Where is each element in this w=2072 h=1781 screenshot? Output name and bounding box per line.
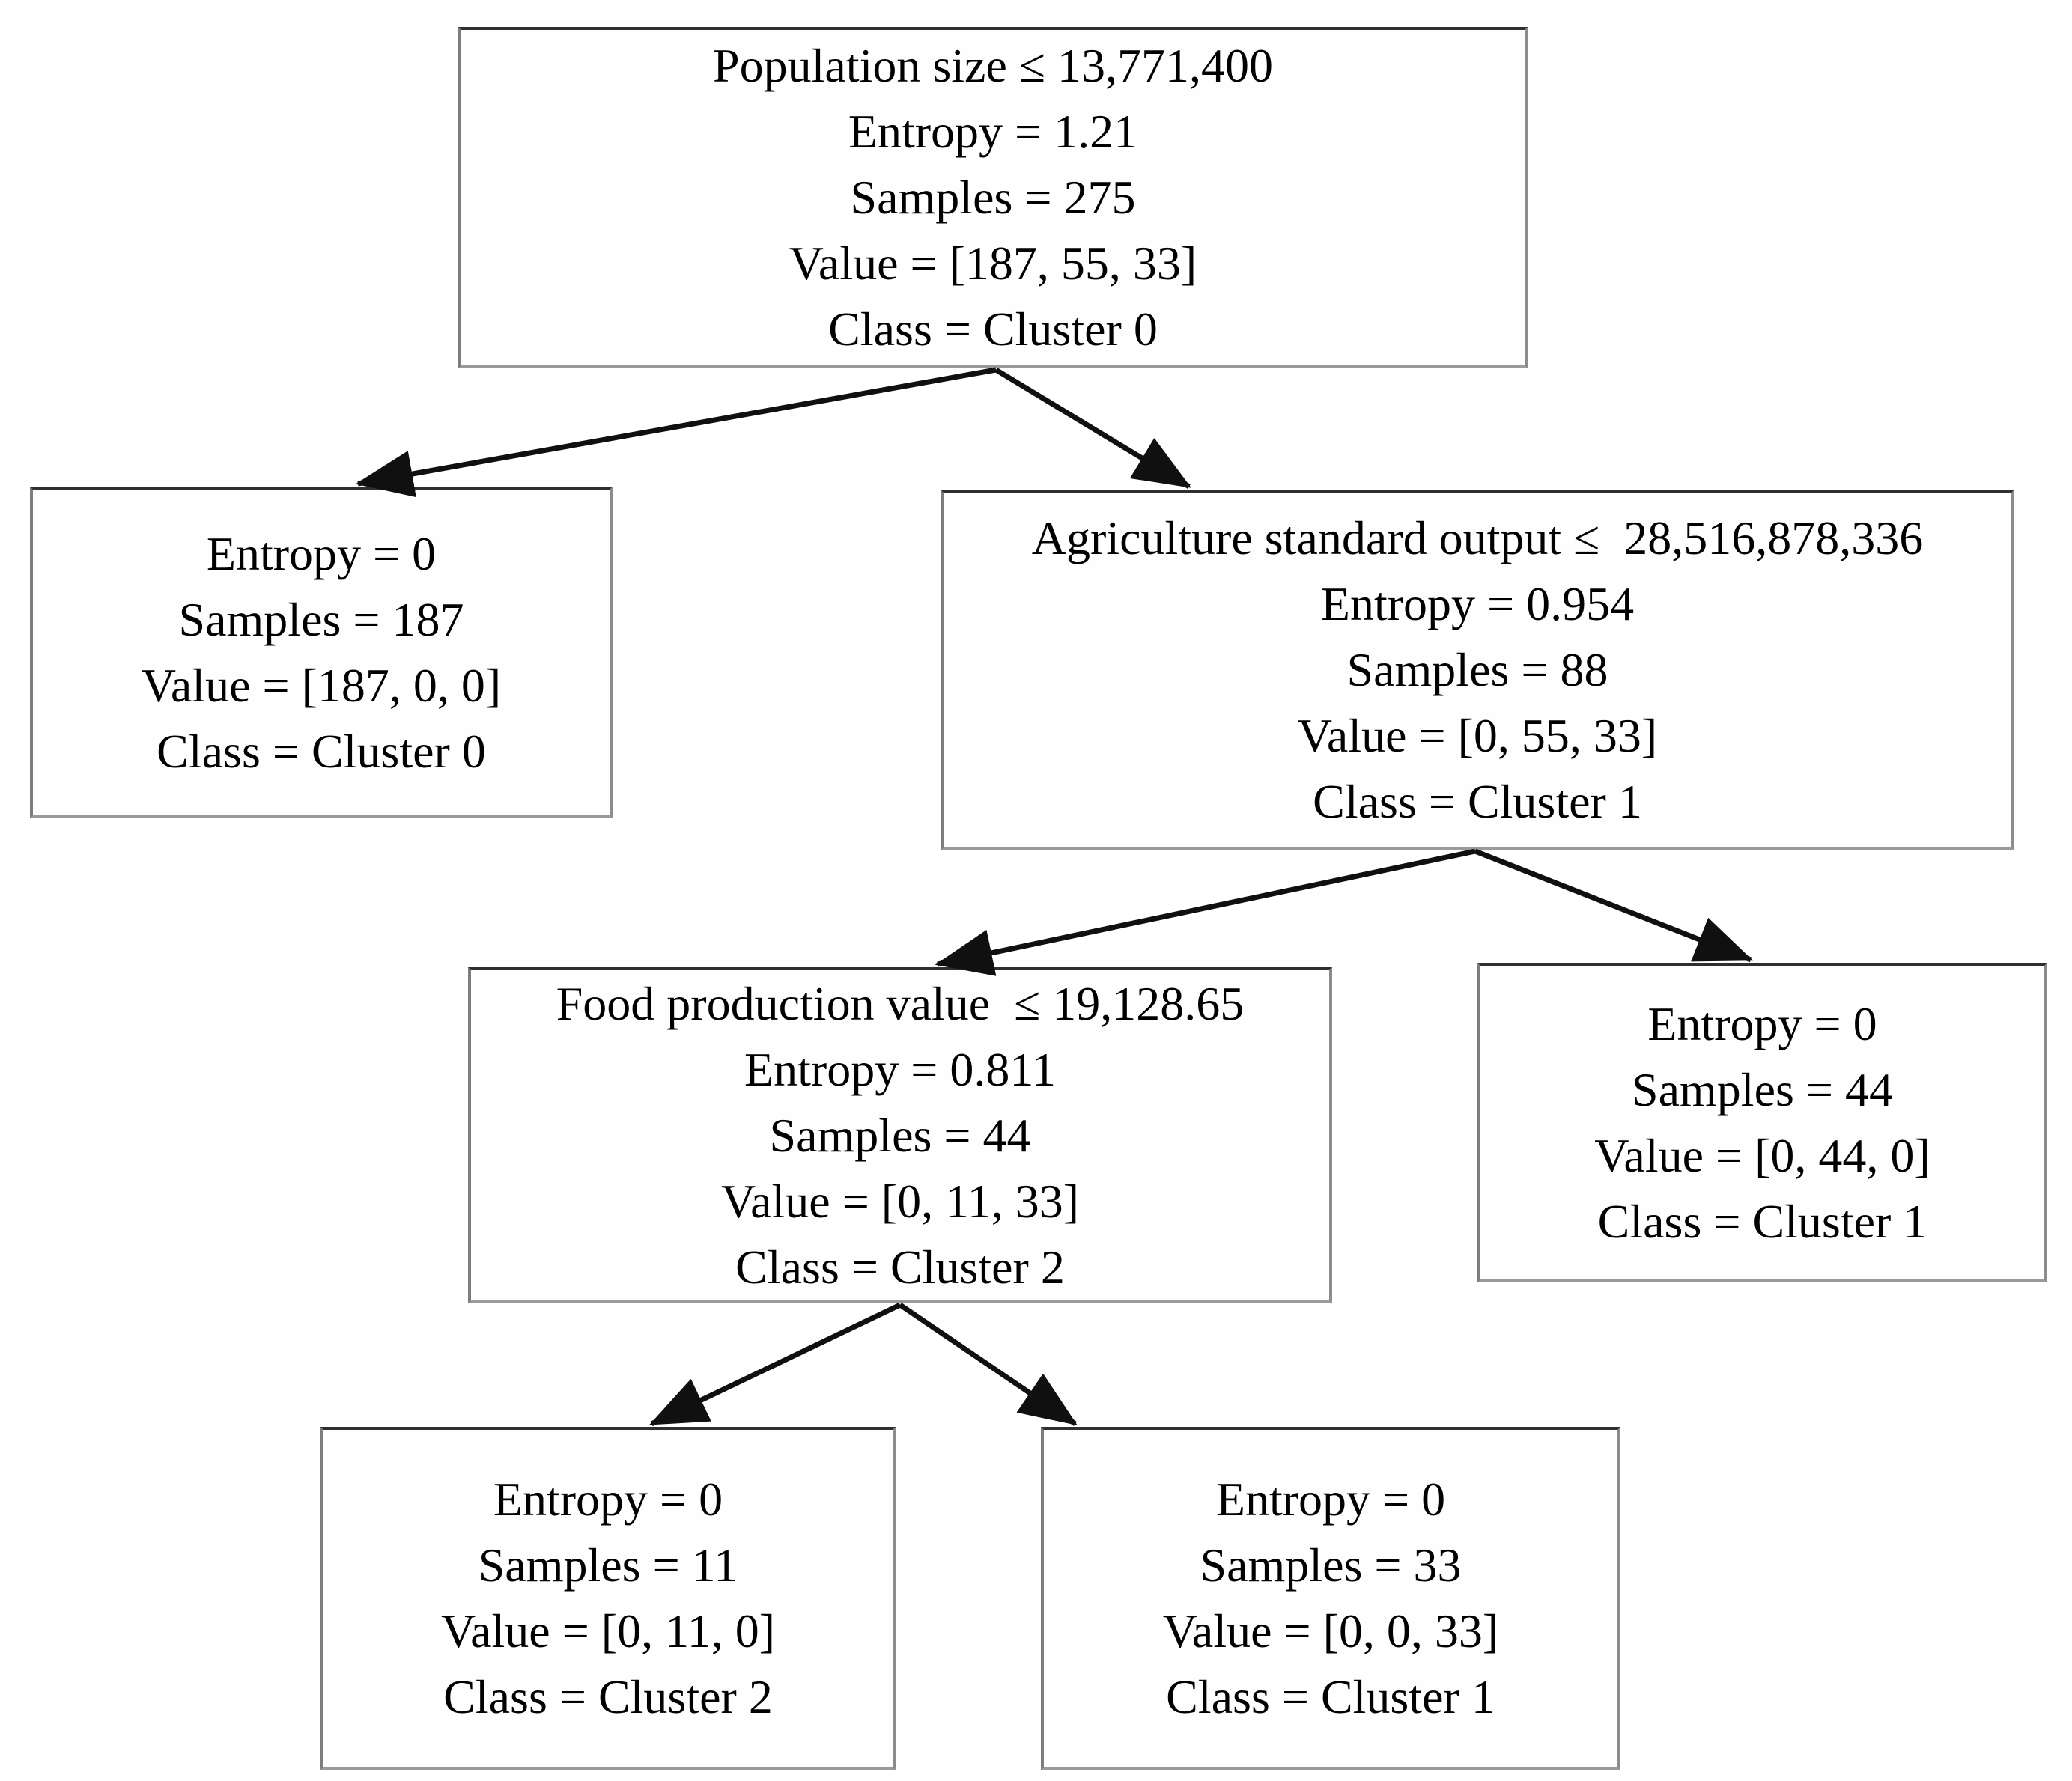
node-samples11-class: Class = Cluster 2	[443, 1670, 773, 1723]
node-samples33-class: Class = Cluster 1	[1166, 1670, 1495, 1723]
node-root: Population size ≤ 13,771,400 Entropy = 1…	[458, 27, 1528, 368]
node-samples33-leaf: Entropy = 0 Samples = 33 Value = [0, 0, …	[1041, 1427, 1620, 1770]
node-food-entropy: Entropy = 0.811	[744, 1042, 1056, 1096]
edge-root-to-left-leaf	[355, 367, 997, 498]
edge-food-to-samples33-leaf	[899, 1303, 1078, 1426]
node-left-leaf: Entropy = 0 Samples = 187 Value = [187, …	[30, 487, 613, 818]
node-samples44-samples: Samples = 44	[1632, 1062, 1893, 1116]
node-left-leaf-samples: Samples = 187	[178, 592, 464, 646]
node-agriculture-entropy: Entropy = 0.954	[1320, 577, 1635, 630]
node-left-leaf-class: Class = Cluster 0	[157, 724, 486, 778]
node-agriculture-condition: Agriculture standard output ≤ 28,516,878…	[1031, 511, 1924, 564]
edge-root-to-agriculture	[994, 368, 1191, 489]
node-food: Food production value ≤ 19,128.65 Entrop…	[468, 967, 1332, 1303]
node-left-leaf-value: Value = [187, 0, 0]	[141, 658, 502, 712]
node-samples33-samples: Samples = 33	[1200, 1538, 1462, 1592]
node-samples44-leaf: Entropy = 0 Samples = 44 Value = [0, 44,…	[1477, 963, 2047, 1282]
node-food-samples: Samples = 44	[769, 1108, 1031, 1162]
node-samples11-value: Value = [0, 11, 0]	[440, 1604, 776, 1657]
node-left-leaf-entropy: Entropy = 0	[206, 526, 437, 580]
node-agriculture: Agriculture standard output ≤ 28,516,878…	[941, 490, 2014, 850]
node-samples11-entropy: Entropy = 0	[493, 1473, 723, 1526]
node-samples44-value: Value = [0, 44, 0]	[1594, 1128, 1930, 1182]
node-food-condition: Food production value ≤ 19,128.65	[556, 976, 1245, 1030]
edge-food-to-samples11-leaf	[648, 1302, 902, 1427]
node-samples33-entropy: Entropy = 0	[1215, 1473, 1446, 1526]
node-food-class: Class = Cluster 2	[735, 1240, 1065, 1294]
node-root-value: Value = [187, 55, 33]	[789, 237, 1197, 290]
edge-agriculture-to-samples44-leaf	[1474, 848, 1754, 963]
node-food-value: Value = [0, 11, 33]	[720, 1174, 1080, 1228]
node-samples33-value: Value = [0, 0, 33]	[1162, 1604, 1499, 1657]
edge-agriculture-to-food	[935, 848, 1476, 976]
node-root-entropy: Entropy = 1.21	[848, 105, 1138, 158]
node-root-samples: Samples = 275	[850, 171, 1136, 224]
node-root-class: Class = Cluster 0	[828, 302, 1158, 356]
node-samples44-entropy: Entropy = 0	[1647, 996, 1877, 1050]
node-agriculture-samples: Samples = 88	[1346, 643, 1608, 696]
node-samples11-samples: Samples = 11	[478, 1538, 738, 1592]
node-root-condition: Population size ≤ 13,771,400	[713, 39, 1273, 92]
node-agriculture-value: Value = [0, 55, 33]	[1297, 709, 1658, 762]
node-agriculture-class: Class = Cluster 1	[1313, 775, 1642, 828]
node-samples11-leaf: Entropy = 0 Samples = 11 Value = [0, 11,…	[320, 1427, 896, 1770]
node-samples44-class: Class = Cluster 1	[1597, 1194, 1927, 1248]
